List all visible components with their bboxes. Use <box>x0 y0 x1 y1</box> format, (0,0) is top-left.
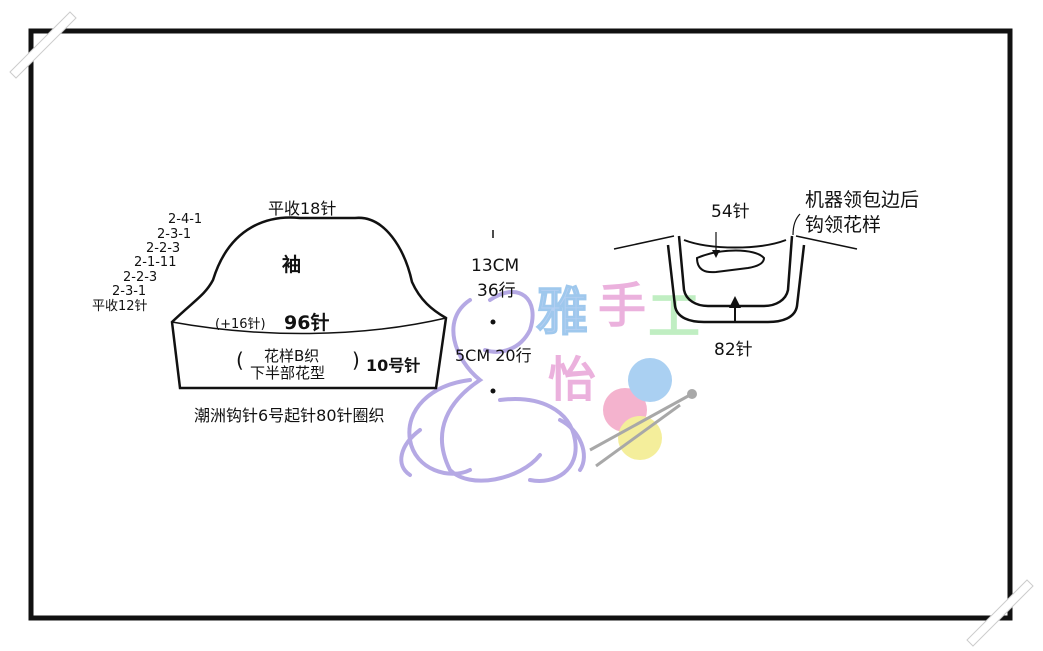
watermark-char-2: 手 <box>598 278 646 334</box>
needle-size: 10号针 <box>366 356 421 375</box>
pattern-paren-close: ) <box>352 348 360 372</box>
decrease-step: 2-1-11 <box>134 255 177 270</box>
collar-top-count: 54针 <box>711 202 750 222</box>
frame-corner-top-left <box>9 11 77 79</box>
yarn-ball-icon <box>628 358 672 402</box>
pattern-paren-open: ( <box>236 348 244 372</box>
pattern-line-1: 花样B织 <box>264 347 320 365</box>
pattern-line-2: 下半部花型 <box>250 364 326 382</box>
collar-note-line-2: 钩领花样 <box>805 214 882 236</box>
measure-upper-cm: 13CM <box>471 256 520 276</box>
watermark: 雅 手 工 怡 <box>399 278 700 483</box>
butterfly-icon <box>399 289 586 483</box>
decrease-step: 2-3-1 <box>157 227 192 242</box>
underarm-bindoff: 平收12针 <box>92 299 148 314</box>
frame-corner-bottom-right <box>966 579 1034 647</box>
sleeve-top-bindoff: 平收18针 <box>268 199 337 218</box>
measure-lower: 5CM 20行 <box>455 346 532 365</box>
watermark-char-1: 雅 <box>536 283 588 343</box>
decrease-step: 2-3-1 <box>112 284 147 299</box>
collar-drawing <box>613 213 858 324</box>
watermark-char-4: 怡 <box>548 352 596 408</box>
page-frame <box>28 28 1013 621</box>
decrease-step: 2-2-3 <box>123 270 158 285</box>
collar-note-line-1: 机器领包边后 <box>805 189 920 211</box>
sleeve-outline <box>170 216 448 390</box>
decrease-step: 2-4-1 <box>168 212 203 227</box>
measure-upper-rows: 36行 <box>477 281 516 301</box>
cast-on-note: 潮洲钩针6号起针80针圈织 <box>194 406 385 425</box>
sleeve-stitch-count: 96针 <box>284 312 330 334</box>
collar-bottom-count: 82针 <box>714 340 753 360</box>
sleeve-increase: (+16针) <box>215 317 266 332</box>
sleeve-title: 袖 <box>282 254 302 276</box>
measure-dot <box>490 388 496 394</box>
measure-dot <box>490 319 496 325</box>
knitting-needle-icon <box>589 393 691 452</box>
sleeve-divider <box>171 317 447 335</box>
decrease-step: 2-2-3 <box>146 241 181 256</box>
knitting-needle-icon <box>595 403 681 468</box>
